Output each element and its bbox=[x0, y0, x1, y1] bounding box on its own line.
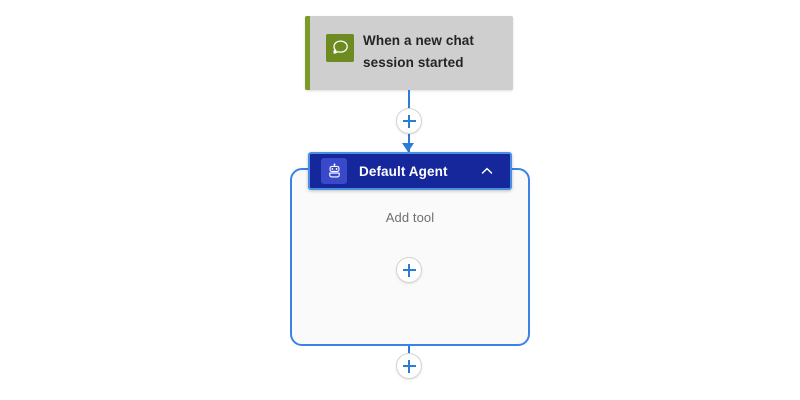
plus-icon-vertical bbox=[408, 359, 410, 373]
add-tool-label: Add tool bbox=[385, 210, 435, 225]
agent-node-title: Default Agent bbox=[359, 163, 448, 179]
add-tool-button[interactable] bbox=[396, 257, 422, 283]
add-step-top-button[interactable] bbox=[396, 108, 422, 134]
plus-icon-vertical bbox=[408, 263, 410, 277]
plus-icon-vertical bbox=[408, 114, 410, 128]
robot-icon bbox=[321, 158, 347, 184]
connector-arrow-top bbox=[402, 143, 414, 152]
add-step-bottom-button[interactable] bbox=[396, 353, 422, 379]
agent-node-header[interactable]: Default Agent bbox=[308, 152, 512, 190]
chat-bubble-icon bbox=[326, 34, 354, 62]
connector-line-bottom bbox=[408, 346, 410, 354]
trigger-node-label: When a new chat session started bbox=[363, 33, 475, 70]
trigger-accent-bar bbox=[305, 16, 310, 90]
chevron-up-icon[interactable] bbox=[478, 162, 496, 180]
trigger-node-chat-session[interactable]: When a new chat session started bbox=[305, 16, 513, 90]
